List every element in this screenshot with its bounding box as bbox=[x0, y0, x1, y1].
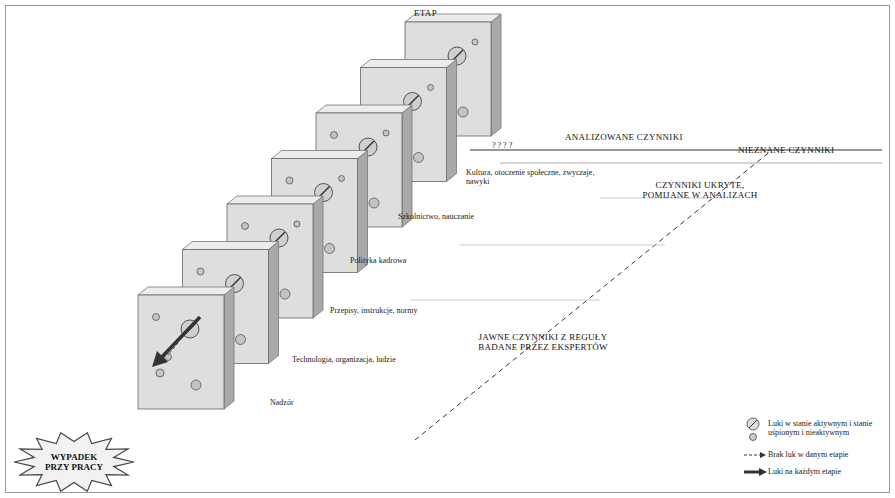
accident-text: WYPADEK PRZY PRACY bbox=[44, 452, 104, 473]
factor-label: Nadzór bbox=[270, 398, 350, 407]
factor-label: CZYNNIKI UKRYTE, POMIJANE W ANALIZACH bbox=[640, 180, 760, 201]
factor-label: Polityka kadrowa bbox=[350, 256, 500, 265]
factor-label: ETAP bbox=[414, 8, 474, 18]
factor-label: JAWNE CZYNNIKI Z REGUŁY BADANE PRZEZ EKS… bbox=[478, 332, 608, 353]
factor-label: ANALIZOWANE CZYNNIKI bbox=[565, 132, 765, 142]
legend-text: Luki na każdym etapie bbox=[768, 467, 888, 476]
accident-starburst: WYPADEK PRZY PRACY bbox=[14, 432, 134, 492]
factor-label: Kultura, otoczenie społeczne, zwyczaje, … bbox=[466, 168, 616, 186]
factor-label: NIEZNANE CZYNNIKI bbox=[738, 145, 888, 155]
legend-text: Brak luk w danym etapie bbox=[768, 450, 888, 459]
factor-label: Przepisy, instrukcje, normy bbox=[330, 306, 480, 315]
factor-label: Szkolnictwo, nauczanie bbox=[398, 212, 548, 221]
slice bbox=[138, 287, 234, 409]
factor-label: Technologia, organizacja, ludzie bbox=[292, 355, 452, 364]
legend-text: Luki w stanie aktywnym i stanie uśpionym… bbox=[768, 419, 888, 437]
factor-label: ? ? ? ? bbox=[492, 141, 552, 150]
